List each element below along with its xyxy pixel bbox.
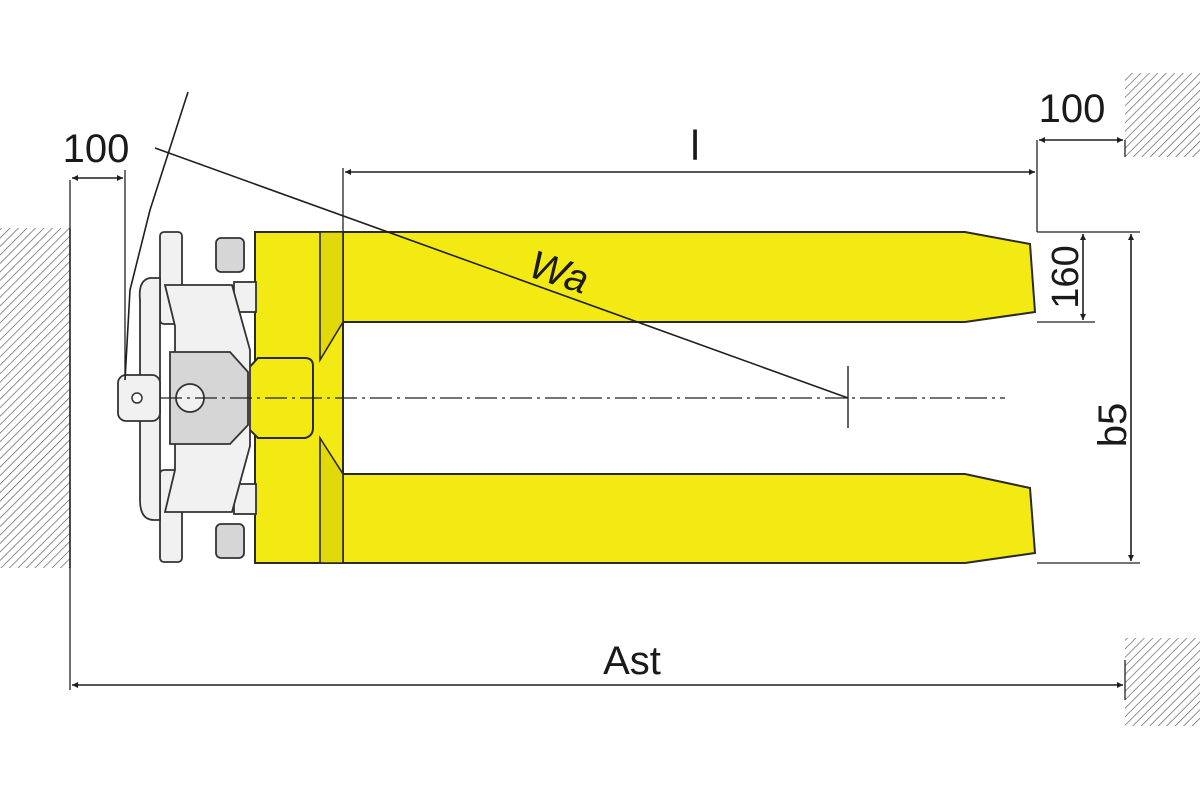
turning-radius-line xyxy=(154,147,849,399)
fork-upper xyxy=(255,231,1037,323)
wall-left-hatch-icon xyxy=(0,228,70,568)
label-fork-width: 160 xyxy=(1045,245,1087,308)
fork-lower xyxy=(342,473,1037,564)
wall-top-right-hatch-icon xyxy=(1125,73,1200,157)
label-aisle-width: Ast xyxy=(603,639,661,683)
roller-top-left xyxy=(215,237,245,273)
chassis-taper-top xyxy=(319,231,344,363)
handle-pin xyxy=(131,392,143,404)
label-clearance-left: 100 xyxy=(63,127,130,171)
wall-bottom-right-hatch-icon xyxy=(1125,638,1200,726)
roller-bottom-left xyxy=(215,523,245,559)
label-overall-width: b5 xyxy=(1091,403,1135,448)
chassis-taper-bottom xyxy=(319,435,344,564)
label-clearance-right: 100 xyxy=(1039,87,1106,131)
label-fork-length: l xyxy=(690,122,699,169)
handle-swing-arc xyxy=(124,91,189,381)
